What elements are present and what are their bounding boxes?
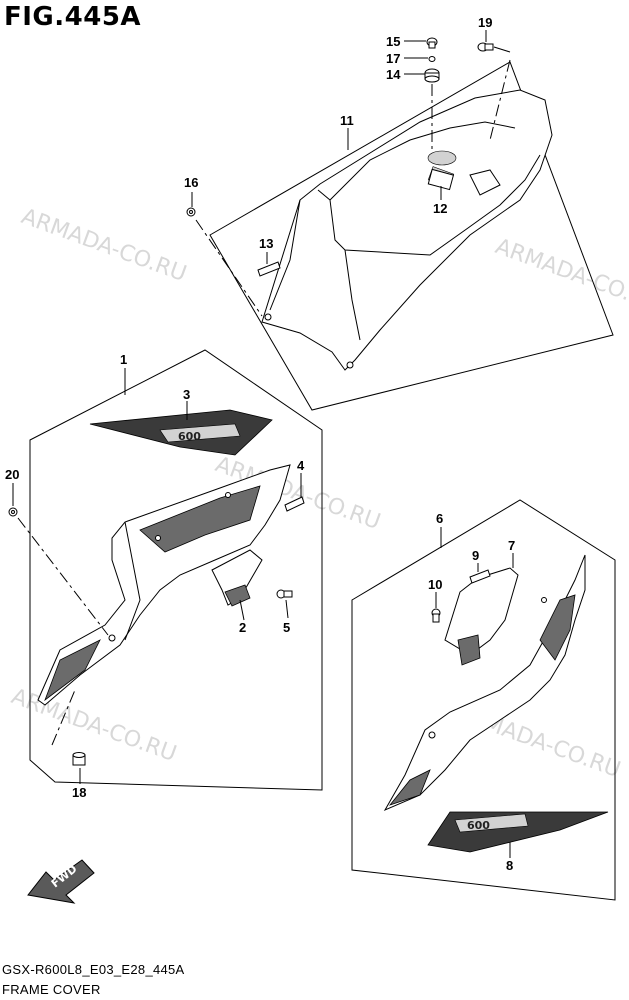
footer-figure-code: GSX-R600L8_E03_E28_445A (2, 962, 185, 977)
callout-20: 20 (5, 467, 19, 482)
leader-5 (285, 599, 289, 619)
callout-7: 7 (508, 538, 515, 553)
fwd-arrow-icon: FWD (27, 859, 95, 904)
washer-part-17[interactable] (428, 56, 436, 62)
callout-5: 5 (283, 620, 290, 635)
right-cover-frame-box (351, 499, 616, 901)
left-cover-frame-box (29, 349, 323, 791)
label-part-4[interactable] (284, 496, 305, 512)
nut-part-16[interactable] (186, 207, 196, 217)
callout-3: 3 (183, 387, 190, 402)
dash-line-18 (51, 689, 76, 746)
cushion-part-14[interactable] (424, 68, 440, 83)
label-part-12[interactable] (427, 168, 455, 191)
screw-part-5[interactable] (276, 589, 293, 599)
watermark: ARMADA-CO.RU (8, 684, 180, 767)
callout-12: 12 (433, 201, 447, 216)
callout-11: 11 (340, 113, 354, 128)
callout-6: 6 (436, 511, 443, 526)
dash-line-20 (17, 517, 109, 636)
callout-2: 2 (239, 620, 246, 635)
callout-17: 17 (386, 51, 400, 66)
callout-19: 19 (478, 15, 492, 30)
callout-15: 15 (386, 34, 400, 49)
callout-8: 8 (506, 858, 513, 873)
callout-14: 14 (386, 67, 401, 82)
callout-4: 4 (297, 458, 305, 473)
label-part-9[interactable] (469, 569, 491, 584)
emblem-part-3[interactable]: 600 (89, 409, 273, 456)
nut-part-20[interactable] (8, 507, 18, 517)
label-part-13[interactable] (257, 261, 281, 277)
nut-part-18[interactable] (72, 752, 86, 766)
callout-13: 13 (259, 236, 273, 251)
callout-10: 10 (428, 577, 442, 592)
footer-figure-name: FRAME COVER (2, 982, 101, 997)
frame-cover-part-1[interactable] (37, 464, 291, 706)
dash-line-19 (489, 59, 511, 141)
screw-part-15[interactable] (426, 37, 438, 49)
screw-part-10[interactable] (431, 608, 441, 623)
callout-18: 18 (72, 785, 86, 800)
frame-cover-part-6[interactable] (383, 554, 586, 812)
callout-9: 9 (472, 548, 479, 563)
bracket-part-2[interactable] (211, 549, 263, 607)
dash-line-16 (195, 219, 263, 317)
bolt-part-19[interactable] (477, 42, 494, 52)
leader-19b (493, 46, 511, 53)
watermark: ARMADA-CO.RU (18, 204, 190, 287)
callout-16: 16 (184, 175, 198, 190)
emblem-part-8[interactable]: 600 (427, 811, 609, 853)
tail-cover-part-11[interactable] (261, 89, 553, 371)
emblem-badge-text: 600 (467, 819, 490, 832)
callout-1: 1 (120, 352, 127, 367)
figure-title: FIG.445A (4, 2, 142, 32)
bracket-part-7[interactable] (444, 567, 519, 666)
tail-cover-frame-box (209, 61, 614, 411)
leader-2 (239, 599, 245, 621)
watermark: ARMADA-CO.RU (492, 234, 629, 317)
emblem-badge-text: 600 (178, 430, 201, 443)
